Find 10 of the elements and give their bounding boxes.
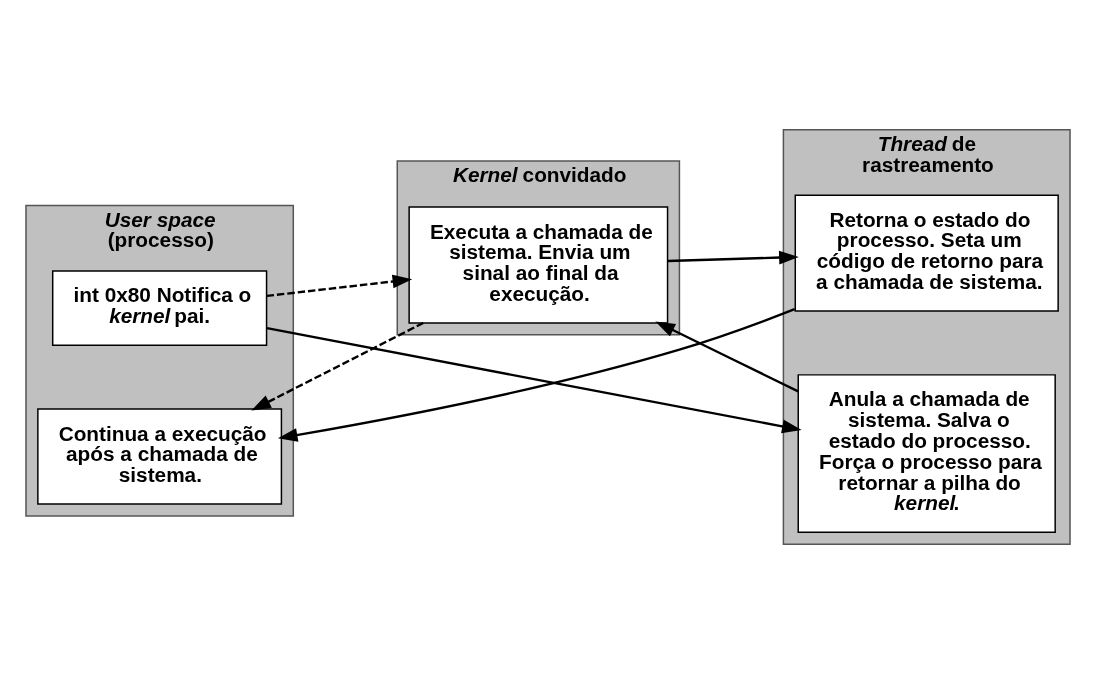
arrow [277,307,796,442]
node-box: Executa a chamada de sistema. Envia um sinal ao final da execução. [408,205,669,324]
node-box: Anula a chamada de sistema. Salva o estado do processo. Força o processo para retornar a pilha do kernel. [797,373,1056,533]
arrow [266,274,413,297]
node-box: int 0x80 Notifica o kernel pai. [51,269,268,346]
node-box: Retorna o estado do processo. Seta um código de retorno para a chamada de sistema. [794,193,1059,312]
node-box: Continua a execução após a chamada de sistema. [37,407,283,505]
arrow [251,321,424,411]
arrow [667,250,799,264]
arrow [266,326,802,433]
